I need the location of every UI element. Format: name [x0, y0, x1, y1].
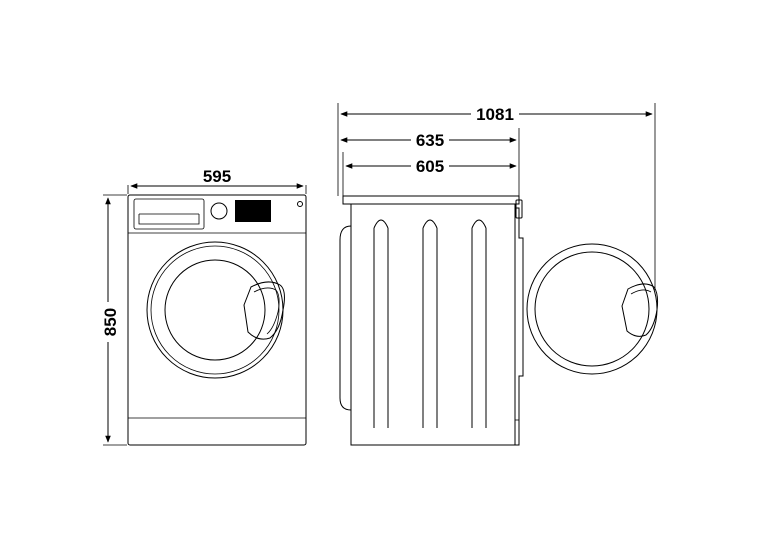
side-grooves: [373, 219, 487, 428]
side-back-bulge: [339, 225, 352, 411]
dimension-width: 595: [127, 166, 307, 194]
side-view: [339, 195, 659, 446]
program-knob: [210, 202, 228, 220]
dimension-depth-body-label: 605: [416, 157, 444, 176]
side-top-lid: [342, 195, 520, 205]
dimension-depth-with-door: 635: [340, 130, 517, 150]
front-door: [146, 241, 285, 379]
front-cabinet: [127, 194, 307, 446]
side-cabinet: [350, 203, 516, 446]
dimension-height: 850: [99, 194, 127, 446]
power-button: [297, 201, 303, 207]
dimension-depth-overall: 1081: [340, 104, 653, 124]
front-view: 595 850: [99, 166, 307, 446]
door-handle: [243, 281, 285, 340]
dimension-depth-with-door-label: 635: [416, 131, 444, 150]
dimension-width-label: 595: [203, 167, 231, 186]
display-panel: [235, 200, 271, 222]
open-door: [526, 243, 659, 375]
dimension-depth-body: 605: [345, 156, 517, 176]
side-knob: [515, 199, 523, 219]
dimension-height-label: 850: [101, 308, 120, 336]
open-door-handle: [621, 283, 659, 337]
detergent-drawer: [133, 198, 205, 230]
dimension-depth-overall-label: 1081: [476, 105, 514, 124]
